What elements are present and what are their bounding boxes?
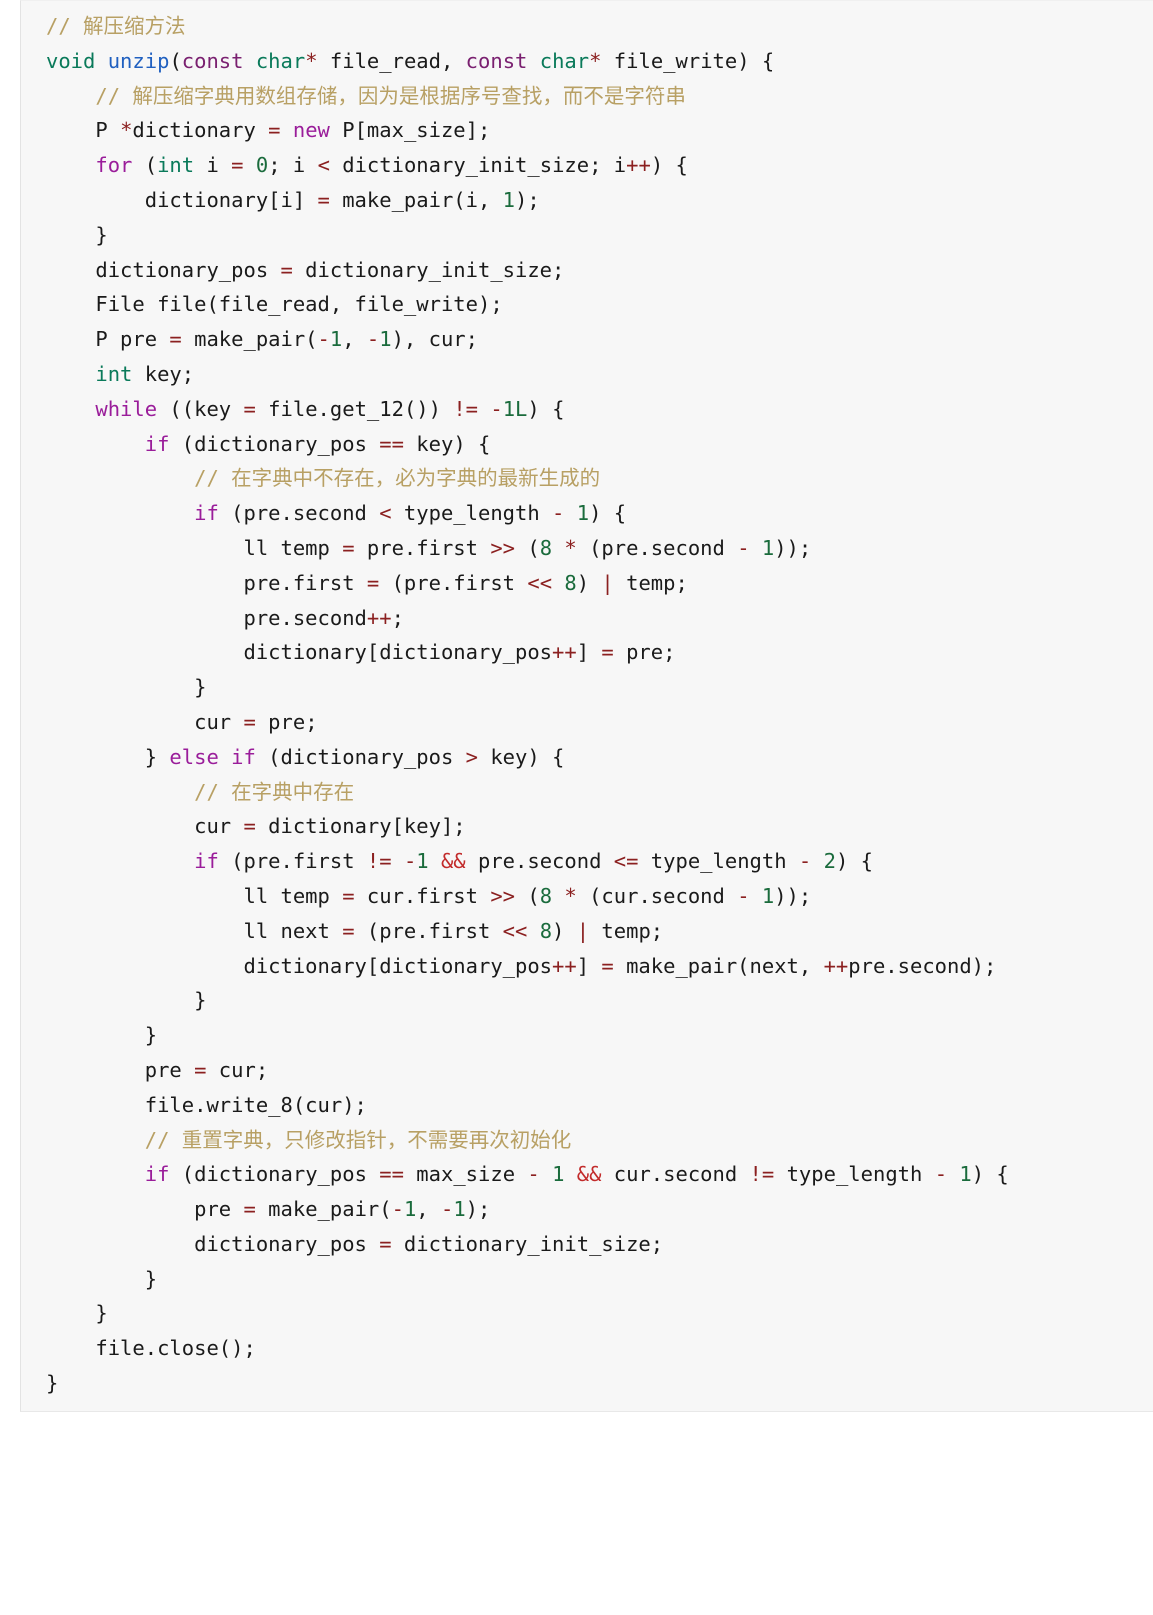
code-line: int key; bbox=[95, 361, 195, 386]
code-line: ll temp = cur.first >> (8 * (cur.second … bbox=[46, 883, 812, 908]
code-line: // 在字典中不存在，必为字典的最新生成的 bbox=[194, 466, 601, 491]
code-line: pre.first = (pre.first << 8) | temp; bbox=[46, 570, 688, 595]
code-listing: // 解压缩方法 void unzip(const char* file_read… bbox=[21, 9, 1153, 1401]
code-line: // 解压缩方法 bbox=[46, 14, 186, 38]
code-line: pre.second++; bbox=[46, 605, 404, 630]
code-line: dictionary[dictionary_pos++] = make_pair… bbox=[46, 953, 997, 978]
code-line: } else if (dictionary_pos > key) { bbox=[46, 744, 565, 769]
code-line: if (dictionary_pos == max_size - 1 && cu… bbox=[144, 1162, 1009, 1187]
code-line: ll temp = pre.first >> (8 * (pre.second … bbox=[46, 535, 812, 560]
code-line: } bbox=[46, 222, 108, 247]
code-line: dictionary_pos = dictionary_init_size; bbox=[46, 1231, 664, 1256]
code-line: // 解压缩字典用数组存储，因为是根据序号查找，而不是字符串 bbox=[95, 83, 686, 108]
code-line: P pre = make_pair(-1, -1), cur; bbox=[46, 327, 478, 352]
code-block: // 解压缩方法 void unzip(const char* file_read… bbox=[20, 0, 1153, 1412]
code-line: cur = pre; bbox=[46, 709, 318, 734]
code-line: } bbox=[46, 988, 207, 1013]
code-line: ll next = (pre.first << 8) | temp; bbox=[46, 918, 664, 943]
code-line: dictionary_pos = dictionary_init_size; bbox=[46, 257, 565, 282]
code-line: } bbox=[46, 675, 207, 700]
code-line: } bbox=[46, 1266, 158, 1291]
code-line: void unzip(const char* file_read, const … bbox=[46, 48, 775, 73]
code-line: File file(file_read, file_write); bbox=[46, 292, 503, 317]
code-line: for (int i = 0; i < dictionary_init_size… bbox=[95, 153, 688, 178]
code-line: pre = make_pair(-1, -1); bbox=[46, 1197, 491, 1222]
code-line: cur = dictionary[key]; bbox=[46, 814, 466, 839]
code-line: } bbox=[46, 1371, 59, 1396]
code-line: file.write_8(cur); bbox=[46, 1092, 367, 1117]
code-line: while ((key = file.get_12()) != -1L) { bbox=[95, 396, 565, 421]
code-line: dictionary[dictionary_pos++] = pre; bbox=[46, 640, 676, 665]
code-line: file.close(); bbox=[46, 1336, 256, 1361]
code-line: if (pre.second < type_length - 1) { bbox=[194, 501, 627, 526]
code-line: P *dictionary = new P[max_size]; bbox=[46, 118, 491, 143]
code-line: } bbox=[46, 1023, 158, 1048]
code-line: } bbox=[46, 1301, 108, 1326]
code-line: // 重置字典，只修改指针，不需要再次初始化 bbox=[144, 1127, 572, 1152]
code-line: // 在字典中存在 bbox=[194, 779, 355, 804]
code-line: dictionary[i] = make_pair(i, 1); bbox=[46, 187, 540, 212]
code-line: if (dictionary_pos == key) { bbox=[144, 431, 491, 456]
code-line: if (pre.first != -1 && pre.second <= typ… bbox=[194, 849, 873, 874]
code-line: pre = cur; bbox=[46, 1057, 269, 1082]
